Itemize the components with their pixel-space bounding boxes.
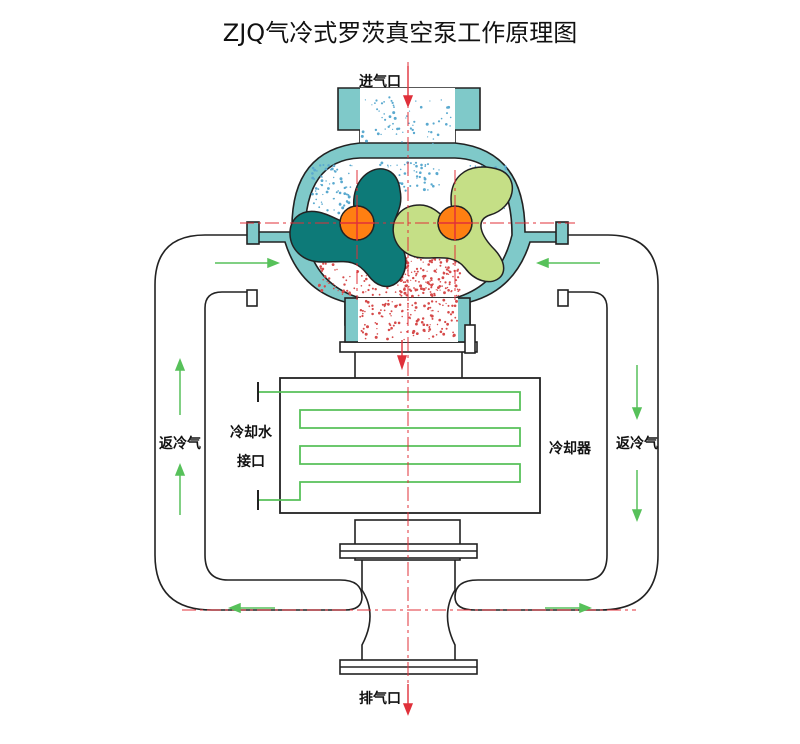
centerlines [182, 62, 636, 712]
return-pipe-right [454, 234, 659, 611]
cooler [257, 377, 541, 514]
return-air-left-label: 返冷气 [159, 435, 201, 452]
outlet-arrow-icon [397, 340, 414, 716]
page-title: ZJQ气冷式罗茨真空泵工作原理图 [223, 19, 577, 47]
inlet-arrow-icon [402, 66, 414, 108]
cooling-water-port-label: 接口 [237, 453, 265, 470]
return-air-right-label: 返冷气 [616, 435, 658, 452]
cooler-label: 冷却器 [549, 440, 592, 457]
cooler-coil [258, 391, 521, 501]
return-pipe-left [154, 234, 363, 611]
outlet-label: 排气口 [359, 690, 401, 707]
cooling-water-label: 冷却水 [230, 424, 273, 441]
inlet-label: 进气口 [359, 73, 401, 90]
flow-arrow-icon [174, 257, 643, 614]
